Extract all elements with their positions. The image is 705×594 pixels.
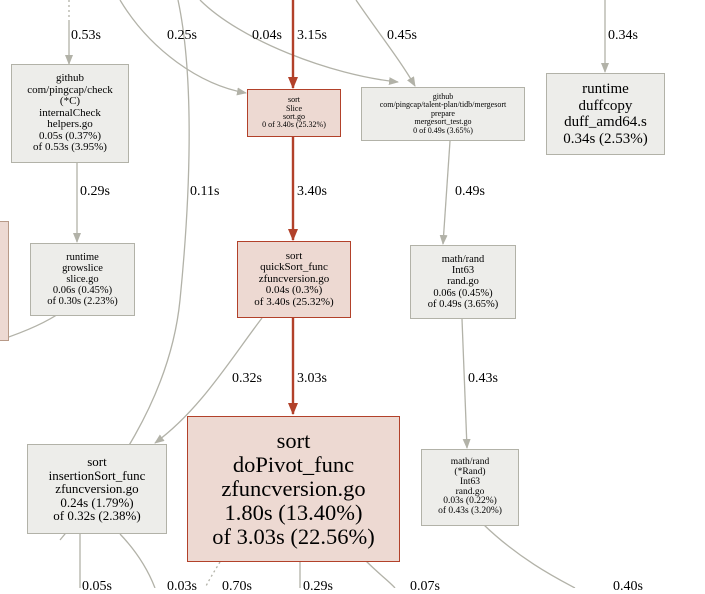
edge-label: 0.11s bbox=[190, 184, 220, 199]
edge-into-mergesort-a bbox=[199, 0, 399, 86]
node-runtime-growslice[interactable]: runtime growslice slice.go 0.06s (0.45%)… bbox=[30, 243, 135, 316]
node-check-internalcheck[interactable]: github com/pingcap/check (*C) internalCh… bbox=[11, 64, 129, 163]
node-text: doPivot_func bbox=[232, 452, 355, 478]
node-text: duffcopy bbox=[578, 97, 633, 114]
partial-node-left[interactable] bbox=[0, 221, 9, 341]
edge-label: 0.34s bbox=[608, 28, 638, 43]
edge-label: 0.07s bbox=[410, 579, 440, 594]
node-text: 0.24s (1.79%) bbox=[60, 494, 134, 510]
edge-label: 0.40s bbox=[613, 579, 643, 594]
node-text: 0.03s (0.22%) bbox=[443, 496, 497, 507]
edge-label: 0.53s bbox=[71, 28, 101, 43]
node-text: 0.06s (0.45%) bbox=[52, 285, 113, 296]
node-text: of 0.30s (2.23%) bbox=[47, 296, 118, 308]
edge-label: 0.03s bbox=[167, 579, 197, 594]
node-runtime-duffcopy[interactable]: runtime duffcopy duff_amd64.s 0.34s (2.5… bbox=[546, 73, 665, 155]
node-mergesort-prepare[interactable]: github com/pingcap/talent-plan/tidb/merg… bbox=[361, 87, 525, 141]
node-text: 1.80s (13.40%) bbox=[224, 499, 363, 525]
edge-bottom-6 bbox=[482, 523, 576, 588]
edge-label: 0.25s bbox=[167, 28, 197, 43]
edge-label: 0.49s bbox=[455, 184, 485, 199]
node-text: prepare bbox=[431, 108, 455, 118]
node-text: helpers.go bbox=[47, 118, 93, 131]
node-rand-int63[interactable]: math/rand Int63 rand.go 0.06s (0.45%) of… bbox=[410, 245, 516, 319]
node-text: quickSort_func bbox=[260, 261, 328, 274]
node-sort-dopivot[interactable]: sort doPivot_func zfuncversion.go 1.80s … bbox=[187, 416, 400, 562]
edge-into-sort-slice-left bbox=[119, 0, 247, 96]
node-text: 0.05s (0.37%) bbox=[38, 129, 102, 142]
node-text: rand.go bbox=[447, 276, 479, 288]
node-text: sort bbox=[288, 95, 300, 105]
edge-label: 3.15s bbox=[297, 28, 327, 43]
edge-int63-to-randint63 bbox=[461, 318, 471, 449]
node-text: insertionSort_func bbox=[48, 467, 146, 483]
node-text: zfuncversion.go bbox=[55, 481, 139, 497]
node-text: 0.04s (0.3%) bbox=[265, 284, 323, 297]
node-text: of 3.03s (22.56%) bbox=[212, 523, 375, 549]
edge-label: 0.29s bbox=[303, 579, 333, 594]
edge-label: 0.05s bbox=[82, 579, 112, 594]
edge-label: 0.29s bbox=[80, 184, 110, 199]
edge-bottom-3 bbox=[204, 561, 221, 588]
node-text: github bbox=[432, 92, 454, 102]
node-text: 0.34s (2.53%) bbox=[563, 130, 648, 147]
edge-label: 0.70s bbox=[222, 579, 252, 594]
node-rand-rand-int63[interactable]: math/rand (*Rand) Int63 rand.go 0.03s (0… bbox=[421, 449, 519, 526]
node-sort-insertionsort[interactable]: sort insertionSort_func zfuncversion.go … bbox=[27, 444, 167, 534]
node-text: runtime bbox=[582, 81, 629, 97]
node-text: sort bbox=[276, 428, 311, 454]
edge-label: 0.32s bbox=[232, 371, 262, 386]
node-text: runtime bbox=[66, 251, 99, 263]
node-text: sort bbox=[285, 249, 303, 262]
edge-into-mergesort-b bbox=[355, 0, 416, 87]
node-text: sort.go bbox=[283, 112, 305, 121]
node-text: sort bbox=[87, 453, 107, 469]
node-text: 0 of 3.40s (25.32%) bbox=[262, 120, 326, 130]
node-text: github bbox=[55, 72, 85, 85]
node-text: 0.06s (0.45%) bbox=[433, 287, 493, 299]
node-text: Int63 bbox=[451, 265, 475, 277]
edge-bottom-2 bbox=[119, 533, 156, 588]
edge-label: 3.03s bbox=[297, 371, 327, 386]
edge-label: 0.45s bbox=[387, 28, 417, 43]
node-text: 0 of 0.49s (3.65%) bbox=[413, 125, 473, 135]
node-text: zfuncversion.go bbox=[221, 476, 366, 502]
node-text: Int63 bbox=[459, 476, 481, 487]
node-text: of 0.53s (3.95%) bbox=[33, 141, 107, 154]
node-text: growslice bbox=[62, 262, 103, 274]
node-sort-quicksort[interactable]: sort quickSort_func zfuncversion.go 0.04… bbox=[237, 241, 351, 318]
node-text: rand.go bbox=[455, 486, 485, 497]
edge-label: 3.40s bbox=[297, 184, 327, 199]
node-text: slice.go bbox=[66, 273, 99, 285]
edge-label: 0.43s bbox=[468, 371, 498, 386]
edge-quicksort-to-insertion bbox=[154, 317, 263, 444]
node-text: internalCheck bbox=[39, 106, 101, 119]
node-text: of 0.49s (3.65%) bbox=[427, 298, 499, 310]
node-text: duff_amd64.s bbox=[564, 114, 647, 130]
edge-label: 0.04s bbox=[252, 28, 282, 43]
node-text: zfuncversion.go bbox=[258, 272, 330, 285]
node-text: mergesort_test.go bbox=[414, 117, 472, 127]
node-text: of 0.32s (2.38%) bbox=[53, 508, 141, 524]
node-text: math/rand bbox=[441, 254, 485, 266]
edge-bottom-5 bbox=[364, 559, 396, 588]
node-text: of 3.40s (25.32%) bbox=[254, 295, 334, 308]
node-text: of 0.43s (3.20%) bbox=[438, 506, 502, 517]
edge-mergesort-to-int63 bbox=[439, 140, 451, 245]
node-text: (*Rand) bbox=[454, 466, 486, 477]
node-text: Slice bbox=[286, 103, 302, 113]
node-text: com/pingcap/check bbox=[27, 83, 113, 96]
node-sort-slice[interactable]: sort Slice sort.go 0 of 3.40s (25.32%) bbox=[247, 89, 341, 137]
node-text: (*C) bbox=[59, 95, 81, 108]
node-text: math/rand bbox=[450, 456, 490, 467]
node-text: com/pingcap/talent-plan/tidb/mergesort bbox=[379, 100, 507, 110]
